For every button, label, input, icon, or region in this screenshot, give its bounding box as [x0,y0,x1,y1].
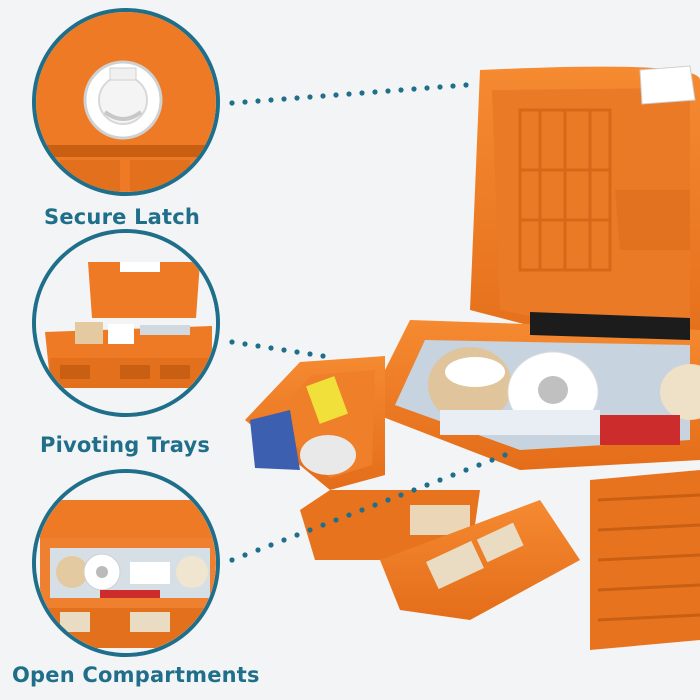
secure-latch-caption: Secure Latch [44,205,201,229]
connector-lines [229,82,508,563]
latch-detail-circle [32,8,220,196]
trays-detail-circle [32,229,220,417]
kit-lid [470,65,700,371]
left-tray [245,356,385,490]
kit-body [365,312,700,650]
trays-connector [229,339,326,359]
pivoting-trays-caption: Pivoting Trays [40,433,211,457]
open-compartments-caption: Open Compartments [12,663,260,687]
compartments-detail-circle [32,469,220,657]
compartments-connector [229,452,508,563]
latch-connector [229,82,469,106]
lower-trays [300,490,580,620]
